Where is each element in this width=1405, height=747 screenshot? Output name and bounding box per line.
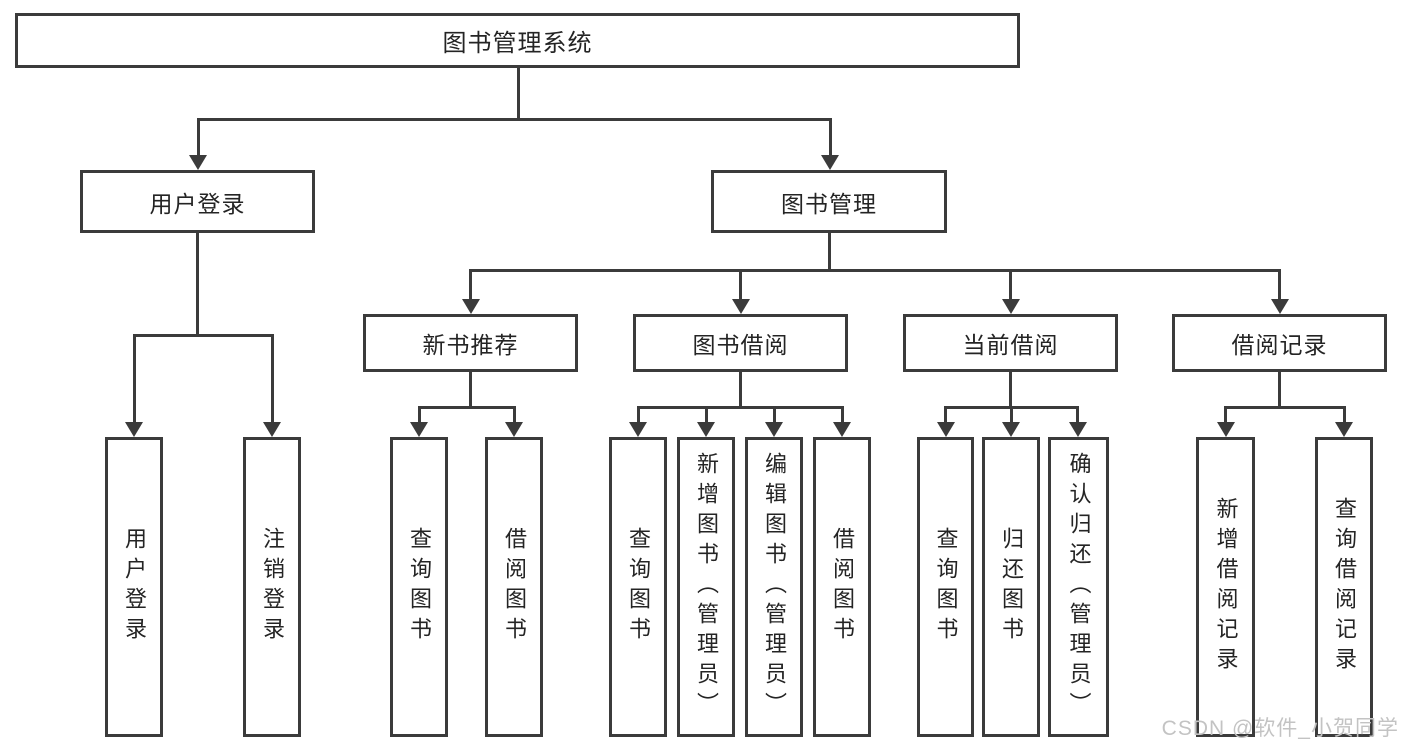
node-library-management-system: 图书管理系统 — [15, 13, 1020, 68]
connector-line — [1278, 269, 1281, 301]
arrowhead-icon — [1001, 299, 1020, 314]
node-borrowing-records: 借阅记录 — [1172, 314, 1387, 372]
connector-line — [636, 406, 640, 423]
watermark: CSDN @软件_小贺同学 — [1161, 717, 1399, 740]
arrowhead-icon — [936, 422, 955, 437]
node-label: 图书借阅 — [692, 332, 789, 358]
leaf-return-books: 归还图书 — [982, 437, 1040, 737]
connector-line — [1278, 372, 1281, 409]
node-user-login-module: 用户登录 — [80, 170, 315, 233]
arrowhead-icon — [505, 422, 523, 437]
connector-line — [132, 334, 136, 423]
node-label: 查询图书 — [407, 527, 432, 647]
arrowhead-icon — [1068, 422, 1087, 437]
connector-line — [1009, 372, 1012, 409]
connector-line — [196, 118, 200, 157]
node-label: 查询借阅记录 — [1332, 497, 1357, 677]
connector-line — [469, 269, 1281, 272]
connector-line — [739, 372, 742, 409]
leaf-logout: 注销登录 — [243, 437, 301, 737]
node-label: 新增图书（管理员） — [694, 452, 719, 722]
leaf-query-books-current: 查询图书 — [917, 437, 974, 737]
node-label: 图书管理系统 — [442, 30, 593, 57]
arrowhead-icon — [125, 422, 143, 437]
connector-line — [417, 406, 516, 409]
node-label: 用户登录 — [122, 527, 147, 647]
arrowhead-icon — [1335, 422, 1353, 437]
node-label: 新书推荐 — [422, 332, 519, 358]
node-new-book-recommendation: 新书推荐 — [363, 314, 578, 372]
node-label: 确认归还（管理员） — [1066, 452, 1092, 722]
leaf-edit-books-admin: 编辑图书（管理员） — [745, 437, 803, 737]
node-label: 当前借阅 — [962, 332, 1059, 358]
leaf-query-books-borrowing: 查询图书 — [609, 437, 667, 737]
node-label: 查询图书 — [626, 527, 651, 647]
node-label: 图书管理 — [781, 190, 877, 217]
arrowhead-icon — [263, 422, 281, 437]
node-book-management-module: 图书管理 — [711, 170, 947, 233]
leaf-borrow-books-recommend: 借阅图书 — [485, 437, 543, 737]
connector-line — [772, 406, 776, 423]
leaf-add-borrow-record: 新增借阅记录 — [1196, 437, 1255, 737]
connector-line — [636, 406, 844, 409]
node-label: 借阅记录 — [1231, 332, 1328, 358]
arrowhead-icon — [1270, 299, 1289, 314]
node-label: 编辑图书（管理员） — [762, 452, 787, 722]
arrowhead-icon — [1216, 422, 1235, 437]
connector-line — [1224, 406, 1345, 409]
arrowhead-icon — [765, 422, 783, 437]
node-label: 注销登录 — [260, 527, 285, 647]
node-current-borrowing: 当前借阅 — [903, 314, 1118, 372]
connector-line — [417, 406, 421, 423]
connector-line — [944, 406, 947, 423]
connector-line — [196, 233, 199, 337]
connector-line — [469, 372, 472, 409]
arrowhead-icon — [821, 155, 839, 170]
connector-line — [270, 334, 274, 423]
arrowhead-icon — [629, 422, 647, 437]
arrowhead-icon — [461, 299, 480, 314]
connector-line — [827, 233, 831, 272]
arrowhead-icon — [697, 422, 715, 437]
connector-line — [196, 118, 832, 121]
arrowhead-icon — [410, 422, 428, 437]
connector-line — [1009, 269, 1012, 301]
connector-line — [132, 334, 274, 337]
node-label: 归还图书 — [999, 527, 1024, 647]
connector-line — [1009, 406, 1013, 423]
connector-line — [512, 406, 516, 423]
node-label: 查询图书 — [933, 527, 959, 647]
connector-line — [1224, 406, 1227, 423]
arrowhead-icon — [1002, 422, 1020, 437]
node-label: 借阅图书 — [502, 527, 527, 647]
connector-line — [840, 406, 844, 423]
leaf-user-login: 用户登录 — [105, 437, 163, 737]
connector-line — [1076, 406, 1079, 423]
connector-line — [1342, 406, 1346, 423]
node-label: 新增借阅记录 — [1213, 497, 1239, 677]
leaf-borrow-books-borrowing: 借阅图书 — [813, 437, 871, 737]
node-book-borrowing: 图书借阅 — [633, 314, 848, 372]
leaf-add-books-admin: 新增图书（管理员） — [677, 437, 735, 737]
connector-line — [739, 269, 742, 301]
node-label: 借阅图书 — [830, 527, 855, 647]
leaf-query-books-recommend: 查询图书 — [390, 437, 448, 737]
leaf-query-borrow-record: 查询借阅记录 — [1315, 437, 1373, 737]
connector-line — [516, 66, 520, 120]
connector-line — [704, 406, 708, 423]
arrowhead-icon — [731, 299, 750, 314]
arrowhead-icon — [833, 422, 851, 437]
connector-line — [828, 118, 832, 157]
arrowhead-icon — [189, 155, 207, 170]
node-label: 用户登录 — [149, 190, 246, 217]
connector-line — [469, 269, 472, 301]
leaf-confirm-return-admin: 确认归还（管理员） — [1048, 437, 1109, 737]
